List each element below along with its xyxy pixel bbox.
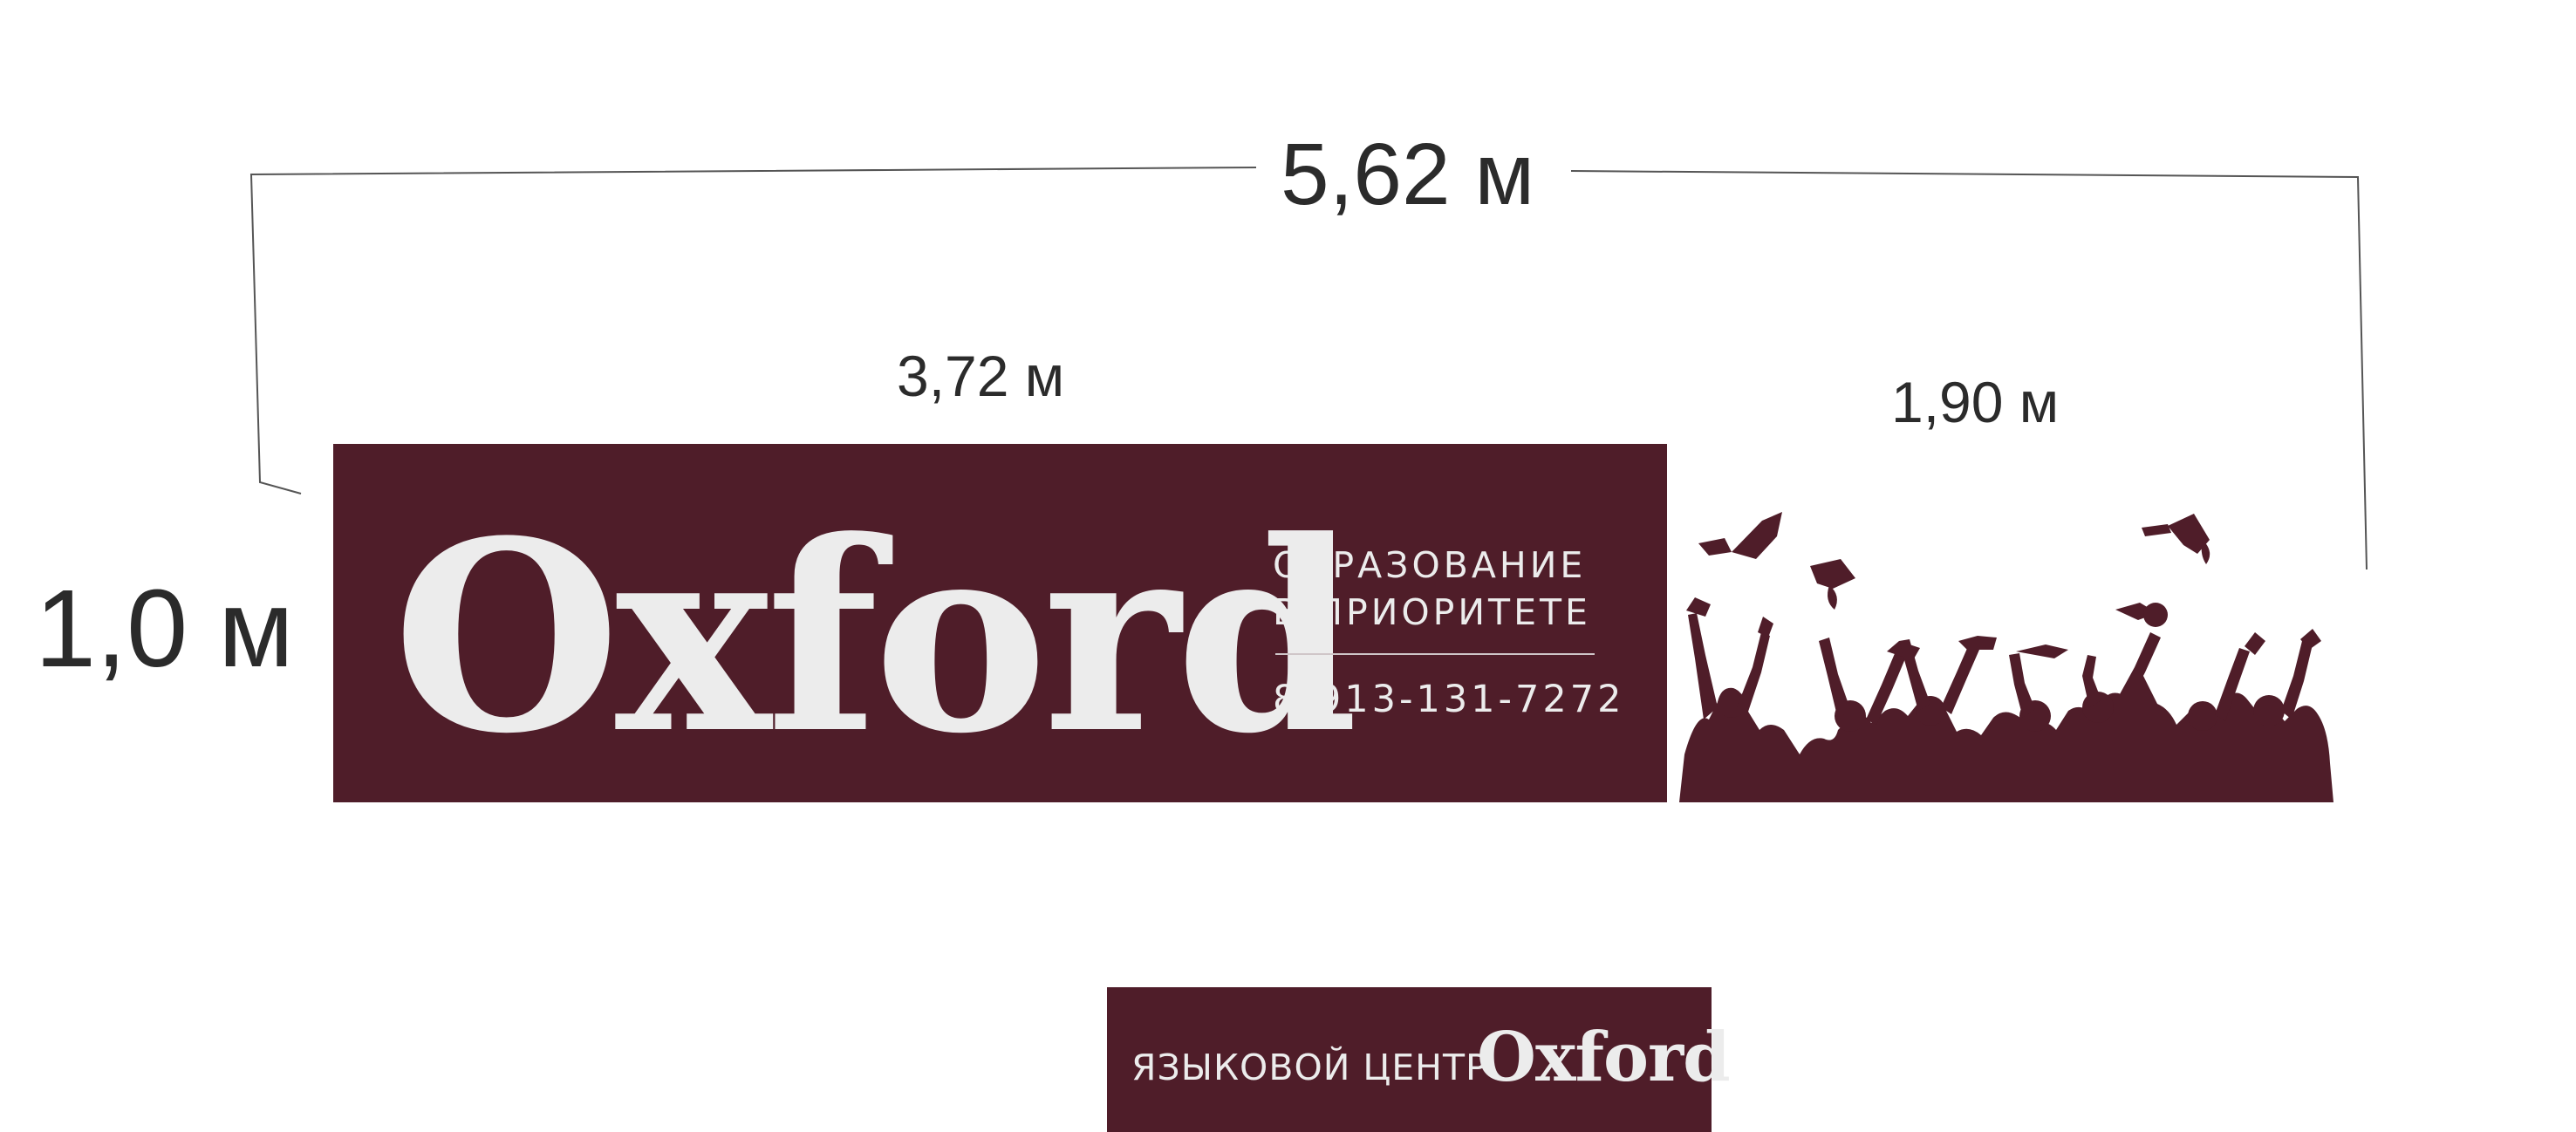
small-sign-label: ЯЗЫКОВОЙ ЦЕНТР	[1131, 1047, 1488, 1088]
small-sign-brand: Oxford	[1477, 1018, 1731, 1097]
height-label: 1,0 м	[35, 567, 294, 690]
main-width-label: 3,72 м	[897, 344, 1065, 408]
small-sign-panel: ЯЗЫКОВОЙ ЦЕНТР Oxford	[1107, 987, 1731, 1132]
graduates-silhouette-icon	[1679, 512, 2333, 802]
brand-logo-text: Oxford	[393, 483, 1358, 791]
total-width-line-right	[1570, 170, 2368, 570]
tagline-divider	[1275, 653, 1595, 655]
total-width-line-left	[249, 167, 1257, 494]
tagline-line-2: В ПРИОРИТЕТЕ	[1273, 591, 1591, 633]
phone-number: 8-913-131-7272	[1273, 678, 1625, 721]
side-width-label: 1,90 м	[1891, 370, 2060, 434]
tagline-line-1: ОБРАЗОВАНИЕ	[1273, 544, 1587, 586]
total-width-label: 5,62 м	[1281, 126, 1535, 223]
tagline: ОБРАЗОВАНИЕ В ПРИОРИТЕТЕ	[1273, 542, 1591, 636]
main-sign-panel: Oxford ОБРАЗОВАНИЕ В ПРИОРИТЕТЕ 8-913-13…	[333, 444, 1667, 802]
